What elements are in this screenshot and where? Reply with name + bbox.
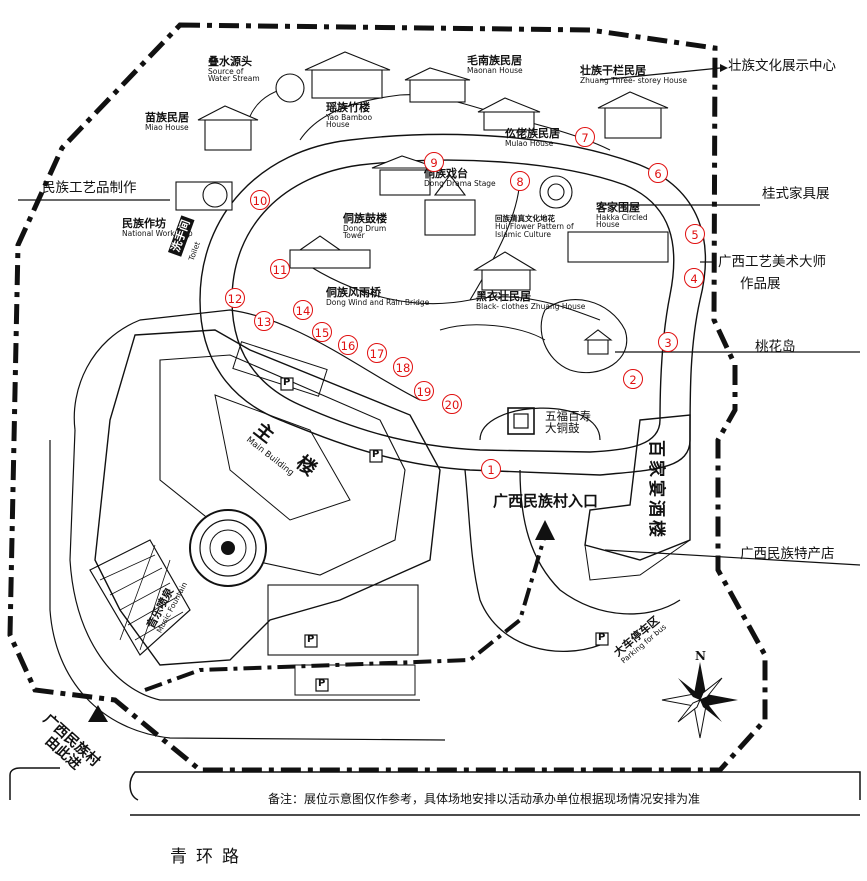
zhuang-three-en: Zhuang Three- storey House <box>580 75 688 85</box>
black-zhuang-cn: 黑衣壮民居 <box>476 290 531 303</box>
label-hakka: 客家围屋 Hakka Circled House <box>596 202 648 229</box>
marker-16[interactable]: 16 <box>338 335 358 355</box>
dong-drum-en1: Dong Drum <box>343 223 387 233</box>
label-entrance: 广西民族村入口 <box>493 492 599 510</box>
mulao-en: Mulao House <box>505 138 554 148</box>
marker-14[interactable]: 14 <box>293 300 313 320</box>
parking-p-3: P <box>307 634 315 645</box>
workshop-cn: 民族作坊 <box>122 217 166 230</box>
marker-9[interactable]: 9 <box>424 152 444 172</box>
dong-bridge-en: Dong Wind and Rain Bridge <box>326 297 430 307</box>
building-sketches <box>175 51 669 355</box>
callout-master-line2: 作品展 <box>740 276 781 292</box>
label-hotel: 百家宴酒楼 <box>646 440 666 540</box>
compass-north-label: N <box>695 649 706 663</box>
marker-4[interactable]: 4 <box>684 268 704 288</box>
callout-peach-island: 桃花岛 <box>755 339 796 355</box>
label-black-zhuang: 黑衣壮民居 Black- clothes Zhuang House <box>476 291 585 310</box>
marker-17[interactable]: 17 <box>367 343 387 363</box>
label-bronze-drum: 五福百寿 大铜鼓 <box>545 410 591 434</box>
yao-en1: Yao Bamboo <box>326 112 373 122</box>
marker-11[interactable]: 11 <box>270 259 290 279</box>
hui-flower-cn: 回族清真文化地花 <box>495 214 555 223</box>
label-hui-flower: 回族清真文化地花 Hui Flower Pattern of Islamic C… <box>495 215 574 239</box>
miao-en: Miao House <box>145 122 189 132</box>
yao-cn: 瑶族竹楼 <box>326 101 370 114</box>
outer-boundary <box>7 22 768 773</box>
fountain-rosette <box>189 509 267 587</box>
compass-rose <box>661 662 738 739</box>
marker-1[interactable]: 1 <box>481 459 501 479</box>
label-workshop: 民族作坊 National Workshop <box>122 218 193 237</box>
label-dong-bridge: 侗族风雨桥 Dong Wind and Rain Bridge <box>326 287 429 306</box>
yao-en2: House <box>326 120 350 130</box>
parking-p-5: P <box>598 632 606 643</box>
entrance-route <box>144 534 547 692</box>
loop-road-inner <box>231 159 675 453</box>
zhuang-three-cn: 壮族干栏民居 <box>580 64 646 77</box>
label-miao: 苗族民居 Miao House <box>145 112 189 131</box>
label-maonan: 毛南族民居 Maonan House <box>467 55 523 74</box>
maonan-cn: 毛南族民居 <box>467 54 522 67</box>
marker-3[interactable]: 3 <box>658 332 678 352</box>
dong-drum-en2: Tower <box>343 231 365 241</box>
footnote: 备注：展位示意图仅作参考，具体场地安排以活动承办单位根据现场情况安排为准 <box>268 792 701 806</box>
main-building-outline <box>94 329 441 666</box>
entry-arrow <box>88 705 108 722</box>
hakka-cn: 客家围屋 <box>596 201 640 214</box>
bronze-drum-line1: 五福百寿 <box>545 409 591 423</box>
dong-bridge-cn: 侗族风雨桥 <box>326 286 381 299</box>
maonan-en: Maonan House <box>467 65 523 75</box>
marker-19[interactable]: 19 <box>414 381 434 401</box>
callout-gui-furniture: 桂式家具展 <box>762 186 830 202</box>
black-zhuang-en: Black- clothes Zhuang House <box>476 301 586 311</box>
dong-stage-cn: 侗族戏台 <box>424 167 468 180</box>
water-source-en1: Source of <box>208 66 244 76</box>
parking-p-1: P <box>283 377 291 388</box>
marker-15[interactable]: 15 <box>312 322 332 342</box>
label-water-source: 叠水源头 Source of Water Stream <box>208 56 260 83</box>
label-mulao: 仫佬族民居 Mulao House <box>505 128 560 147</box>
marker-8[interactable]: 8 <box>510 171 530 191</box>
parking-symbols <box>280 377 609 692</box>
marker-7[interactable]: 7 <box>575 127 595 147</box>
bronze-drum-line2: 大铜鼓 <box>545 421 580 436</box>
label-yao: 瑶族竹楼 Yao Bamboo House <box>326 102 372 129</box>
marker-18[interactable]: 18 <box>393 357 413 377</box>
label-dong-drum: 侗族鼓楼 Dong Drum Tower <box>343 213 387 240</box>
miao-cn: 苗族民居 <box>145 111 189 124</box>
workshop-en: National Workshop <box>122 228 193 238</box>
marker-13[interactable]: 13 <box>254 311 274 331</box>
marker-6[interactable]: 6 <box>648 163 668 183</box>
entrance-arrow <box>535 520 555 540</box>
dong-stage-en: Dong Drama Stage <box>424 178 496 188</box>
callout-ethnic-craft: 民族工艺品制作 <box>42 180 137 196</box>
label-dong-stage: 侗族戏台 Dong Drama Stage <box>424 168 496 187</box>
marker-5[interactable]: 5 <box>685 224 705 244</box>
mulao-cn: 仫佬族民居 <box>505 127 560 140</box>
callout-zhuang-center: 壮族文化展示中心 <box>728 58 836 74</box>
hui-flower-en1: Hui Flower Pattern of <box>495 221 574 231</box>
hotel-outline <box>584 414 691 561</box>
callout-specialty-store: 广西民族特产店 <box>740 546 835 562</box>
marker-12[interactable]: 12 <box>225 288 245 308</box>
marker-20[interactable]: 20 <box>442 394 462 414</box>
water-source-cn: 叠水源头 <box>208 55 252 68</box>
loop-road-outer <box>199 133 707 476</box>
callout-master-line1: 广西工艺美术大师 <box>718 254 826 270</box>
parking-p-4: P <box>318 678 326 689</box>
marker-2[interactable]: 2 <box>623 369 643 389</box>
dong-drum-cn: 侗族鼓楼 <box>343 212 387 225</box>
hui-flower-en2: Islamic Culture <box>495 229 551 239</box>
hakka-en2: House <box>596 220 620 230</box>
water-source-en2: Water Stream <box>208 74 260 84</box>
parking-p-2: P <box>372 449 380 460</box>
label-zhuang-three: 壮族干栏民居 Zhuang Three- storey House <box>580 65 687 84</box>
road-name: 青环路 <box>170 847 248 867</box>
hakka-en1: Hakka Circled <box>596 212 648 222</box>
marker-10[interactable]: 10 <box>250 190 270 210</box>
